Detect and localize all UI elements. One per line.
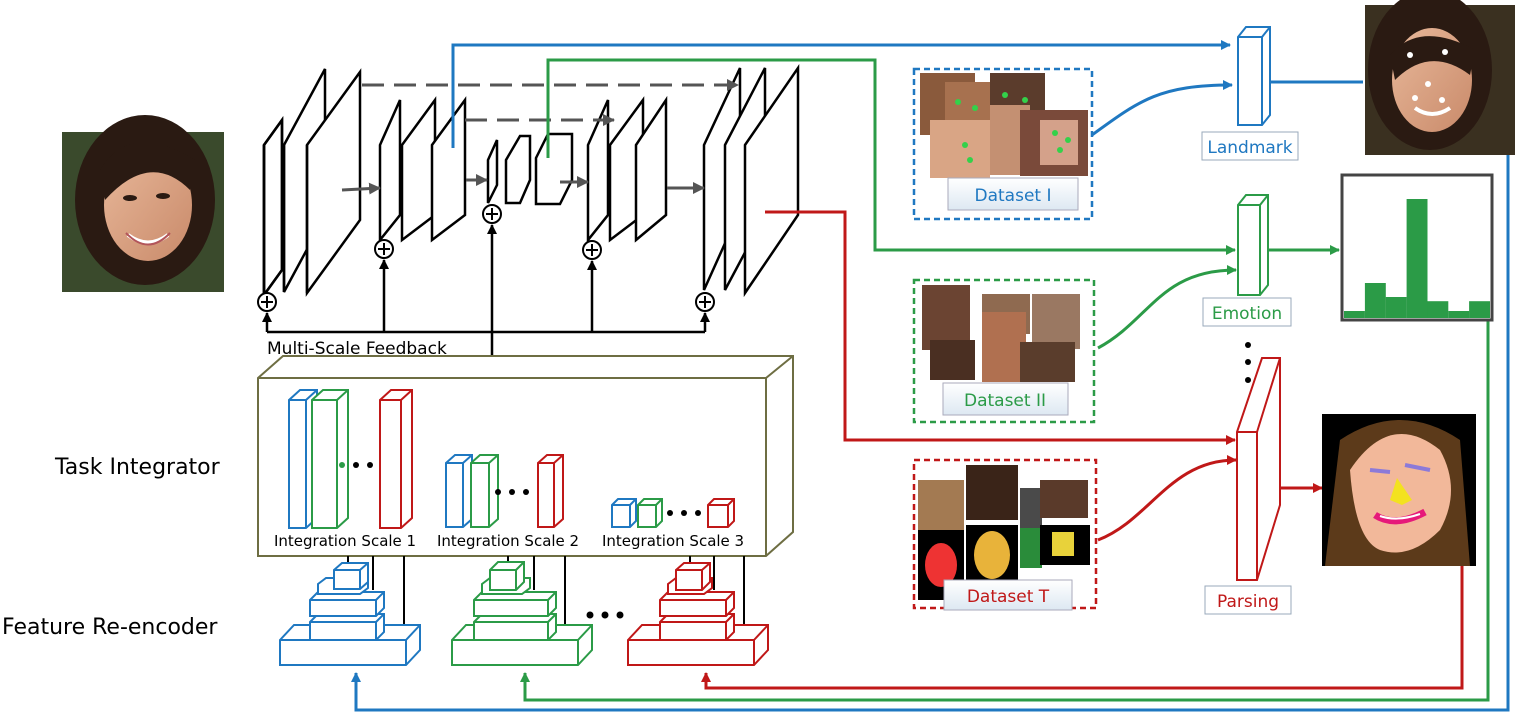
feature-reencoder-label: Feature Re-encoder	[2, 615, 218, 640]
dataset-2-label: Dataset II	[964, 391, 1046, 411]
adder-icon	[695, 292, 715, 312]
histogram-bar	[1385, 297, 1407, 318]
adder-icon	[482, 204, 502, 224]
histogram-bar	[1469, 301, 1490, 318]
dataset-t-arrow	[1097, 455, 1237, 542]
landmark-feature-line	[451, 40, 1231, 148]
face-landmark-photo-icon	[1365, 0, 1515, 155]
reencoder-3	[627, 562, 769, 666]
integration-scale-2-label: Integration Scale 2	[437, 532, 579, 550]
decoder-stage-1	[586, 95, 668, 244]
parsing-feature-line	[765, 210, 1236, 445]
stage-arrows	[341, 174, 705, 195]
dataset-1-arrow	[1091, 80, 1233, 137]
emotion-label-box	[1202, 297, 1292, 327]
histogram-bar	[1344, 311, 1365, 318]
feedback-adders	[257, 204, 715, 312]
emotion-histogram-icon	[1340, 173, 1494, 322]
histogram-bar	[1448, 311, 1470, 318]
ellipsis-dots	[495, 489, 529, 495]
dataset-t-box: Dataset T	[912, 458, 1098, 611]
ellipsis-dots	[339, 462, 373, 468]
decoder-stage-2	[702, 63, 800, 298]
emotion-label: Emotion	[1212, 304, 1282, 324]
parsing-return-line	[701, 565, 1464, 690]
integration-scale-1-blocks	[288, 389, 413, 529]
histogram-bars	[1344, 199, 1490, 318]
face-parsing-map-icon	[1322, 414, 1476, 566]
ellipsis-dots	[586, 611, 624, 619]
landmark-head	[1237, 26, 1271, 126]
parsing-head	[1236, 357, 1281, 581]
face-photo-icon	[62, 115, 224, 292]
parsing-label-box	[1204, 585, 1292, 615]
dataset-t-label: Dataset T	[967, 587, 1050, 607]
multi-scale-feedback-label: Multi-Scale Feedback	[267, 339, 447, 359]
ellipsis-dots	[667, 510, 701, 516]
emotion-feature-line	[546, 58, 1236, 255]
landmark-label-box	[1201, 131, 1299, 161]
hourglass-network	[262, 63, 800, 299]
feedback-lines	[262, 224, 710, 372]
adder-icon	[582, 240, 602, 260]
integration-scale-3-label: Integration Scale 3	[602, 532, 744, 550]
adder-icon	[257, 292, 277, 312]
reencoder-1	[279, 562, 421, 666]
dataset-1-label: Dataset I	[975, 186, 1052, 206]
reencoder-2	[451, 561, 593, 666]
adder-icon	[374, 239, 394, 259]
task-integrator-label: Task Integrator	[54, 455, 221, 480]
encoder-stage-2	[378, 96, 467, 244]
skip-connections	[362, 79, 739, 126]
parsing-label: Parsing	[1217, 592, 1279, 612]
integration-scale-3-blocks	[611, 498, 735, 528]
bottleneck-stage	[486, 132, 574, 206]
dataset-2-box: Dataset II	[912, 278, 1096, 424]
histogram-bar	[1406, 199, 1428, 318]
dataset-2-arrow	[1097, 265, 1237, 350]
landmark-label: Landmark	[1207, 138, 1292, 158]
emotion-head	[1237, 194, 1269, 296]
emotion-return-line	[520, 320, 1490, 702]
ellipsis-dots-vertical	[1245, 342, 1251, 383]
integration-scale-2-blocks	[445, 454, 564, 528]
encoder-stage-1	[262, 68, 362, 299]
histogram-bar	[1427, 301, 1449, 318]
histogram-bar	[1364, 283, 1386, 318]
dataset-1-box: Dataset I	[912, 67, 1094, 221]
integration-scale-1-label: Integration Scale 1	[274, 532, 416, 550]
